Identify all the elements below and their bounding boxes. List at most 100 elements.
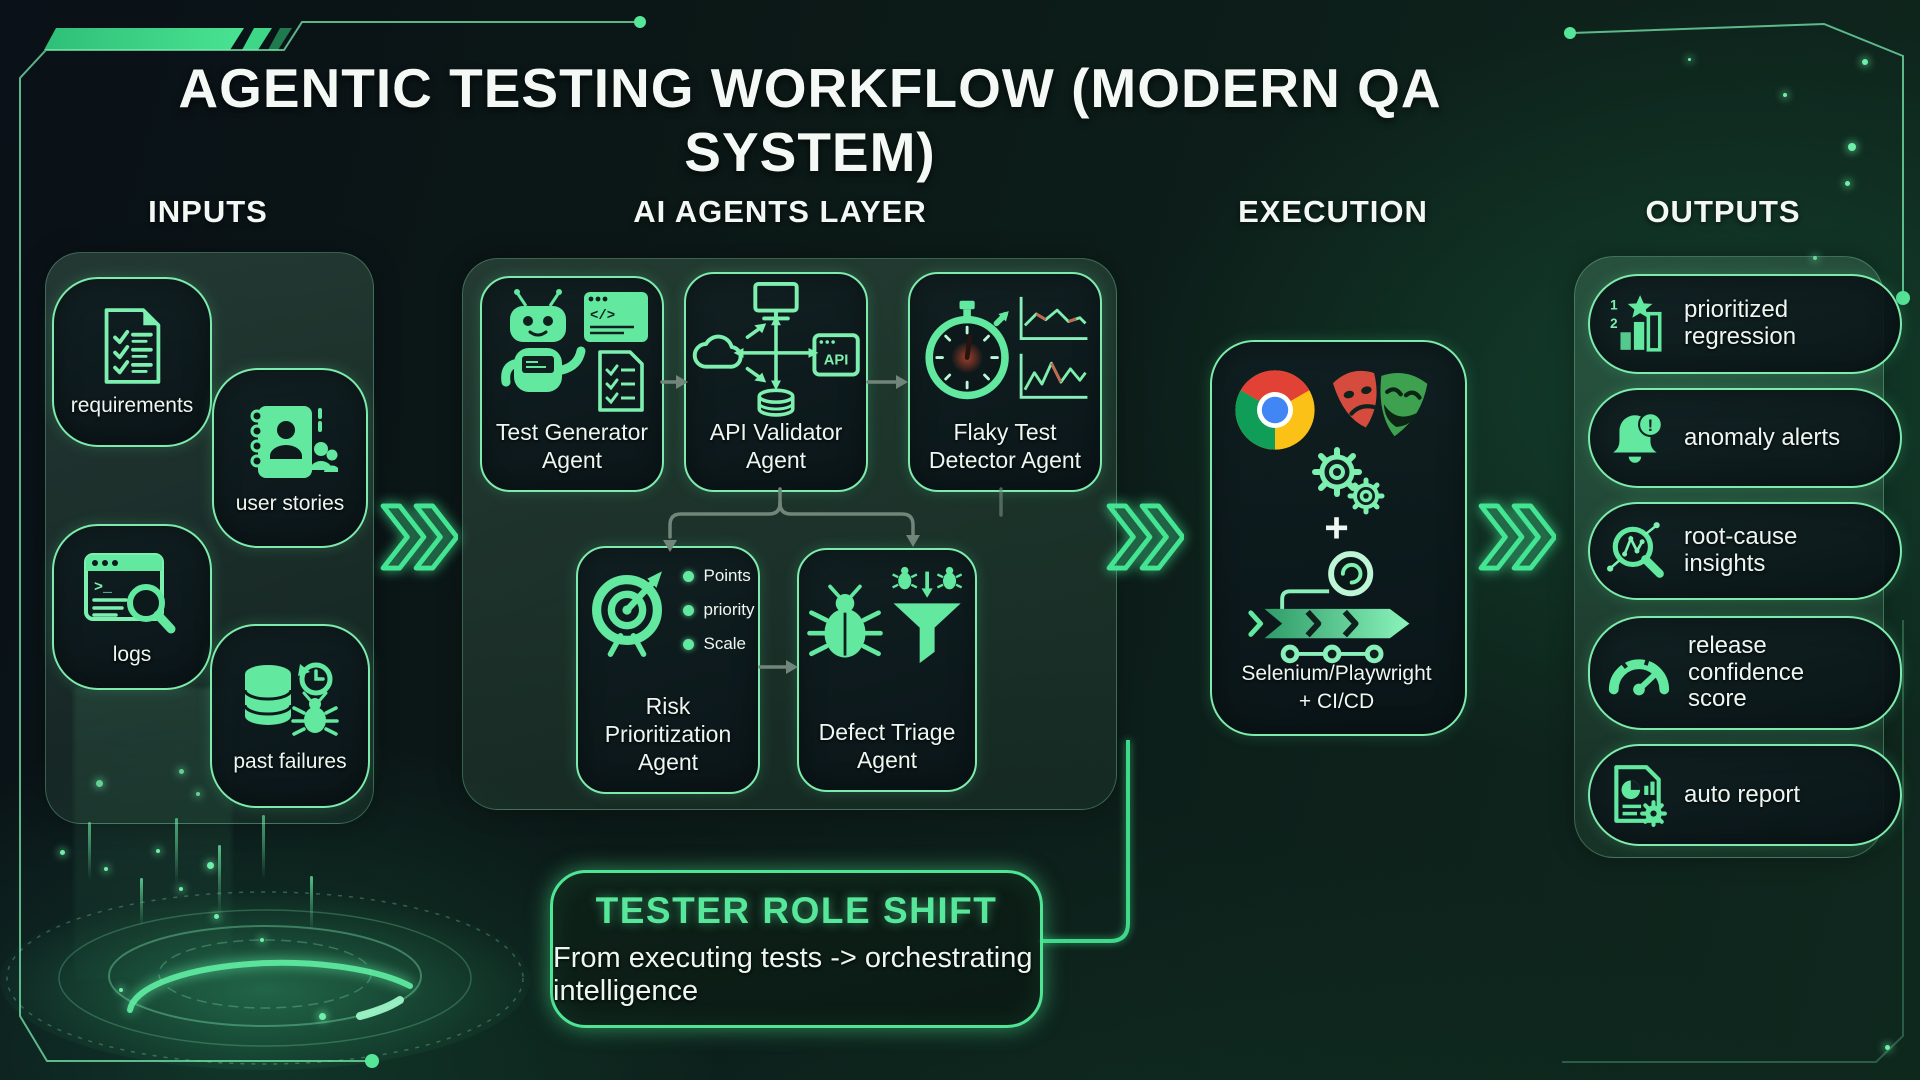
agent-card-risk-prioritization: Points priority Scale Risk Prioritizatio… bbox=[576, 546, 760, 794]
ranked-bars-star-icon: 1 2 bbox=[1610, 295, 1662, 352]
particle-dot bbox=[156, 849, 160, 853]
rank-number: 1 bbox=[1610, 298, 1618, 313]
happy-mask-glyph bbox=[1380, 373, 1428, 437]
output-pill-root-cause: root-cause insights bbox=[1588, 502, 1902, 600]
graph-magnifier-icon bbox=[1607, 522, 1664, 578]
risk-bullet-label: Points bbox=[703, 566, 751, 585]
inputs-header: INPUTS bbox=[148, 194, 268, 229]
mini-bug-glyph bbox=[892, 566, 918, 590]
log-search-icon: >_ bbox=[84, 552, 176, 634]
flow-chevron-icon bbox=[1106, 503, 1184, 571]
plus-sign: + bbox=[1324, 504, 1349, 551]
user-stories-notebook-icon bbox=[250, 405, 338, 478]
code-glyph: </> bbox=[590, 308, 615, 324]
bug-glyph bbox=[291, 691, 339, 736]
risk-bullet: Points bbox=[683, 566, 754, 586]
agent-card-defect-triage: Defect Triage Agent bbox=[797, 548, 977, 792]
agent-card-label: Defect Triage Agent bbox=[818, 718, 956, 773]
input-node-label: past failures bbox=[233, 749, 347, 773]
risk-bullet: Scale bbox=[683, 634, 754, 654]
input-node-label: user stories bbox=[235, 491, 345, 515]
gear-glyph bbox=[1640, 800, 1667, 827]
particle-dot bbox=[60, 850, 65, 855]
particle-dot bbox=[179, 887, 183, 891]
rank-number: 2 bbox=[1610, 316, 1617, 331]
input-node-label: logs bbox=[112, 642, 152, 666]
agents-header: AI AGENTS LAYER bbox=[633, 194, 927, 229]
page-title: AGENTIC TESTING WORKFLOW (MODERN QA SYST… bbox=[178, 57, 1442, 183]
cicd-pipeline-icon bbox=[1248, 551, 1410, 664]
particle-dot bbox=[214, 914, 219, 919]
role-shift-title: TESTER ROLE SHIFT bbox=[595, 890, 998, 931]
input-node-past-failures: past failures bbox=[210, 624, 370, 808]
output-pill-auto-report: auto report bbox=[1588, 744, 1902, 846]
execution-header: EXECUTION bbox=[1238, 194, 1428, 229]
api-badge: API bbox=[824, 353, 849, 369]
light-streak-decor bbox=[88, 822, 91, 880]
execution-label-line1: Selenium/Playwright bbox=[1241, 662, 1432, 685]
particle-dot bbox=[196, 792, 200, 796]
output-pill-anomaly-alerts: ! anomaly alerts bbox=[1588, 388, 1902, 488]
gears-icon bbox=[1312, 447, 1385, 515]
api-flow-icon: API bbox=[692, 281, 860, 417]
particle-dot bbox=[1783, 93, 1787, 97]
stopwatch-charts-icon bbox=[925, 296, 1088, 400]
output-pill-release-confidence: release confidence score bbox=[1588, 616, 1902, 730]
light-streak-decor bbox=[175, 818, 178, 884]
flow-chevron-icon bbox=[1478, 503, 1556, 571]
execution-label-line2: + CI/CD bbox=[1298, 690, 1375, 713]
particle-dot bbox=[1813, 256, 1817, 260]
agent-card-label: Flaky Test Detector Agent bbox=[928, 418, 1082, 473]
radar-rings-decor bbox=[0, 890, 530, 1070]
output-pill-prioritized-regression: 1 2 prioritized regression bbox=[1588, 274, 1902, 374]
output-label: root-cause insights bbox=[1684, 523, 1798, 577]
particle-dot bbox=[1885, 1045, 1890, 1050]
sad-mask-glyph bbox=[1332, 370, 1377, 428]
exclamation-glyph: ! bbox=[1648, 416, 1654, 435]
trend-chart-glyph bbox=[1019, 353, 1088, 399]
light-streak-decor bbox=[310, 876, 313, 931]
particle-dot bbox=[1862, 59, 1868, 65]
risk-bullet: priority bbox=[683, 600, 754, 620]
star-glyph bbox=[1627, 295, 1653, 318]
code-window-glyph: </> bbox=[584, 292, 648, 342]
particle-dot bbox=[96, 780, 103, 787]
particle-dot bbox=[179, 769, 184, 774]
agent-card-label: Test Generator Agent bbox=[495, 418, 649, 473]
particle-dot bbox=[119, 988, 123, 992]
output-label: prioritized regression bbox=[1684, 296, 1797, 350]
checklist-document-icon bbox=[104, 308, 161, 384]
flow-chevron-icon bbox=[380, 503, 458, 571]
database-bug-history-icon bbox=[243, 662, 339, 736]
particle-dot bbox=[104, 867, 108, 871]
input-node-logs: >_ logs bbox=[52, 524, 212, 690]
particle-dot bbox=[1848, 143, 1856, 151]
mini-bug-glyph bbox=[936, 566, 963, 590]
risk-bullet-label: priority bbox=[703, 600, 755, 619]
report-gear-icon bbox=[1614, 765, 1667, 827]
input-node-label: requirements bbox=[70, 393, 194, 417]
trend-chart-glyph bbox=[1019, 296, 1088, 341]
role-shift-subtitle: From executing tests -> orchestrating in… bbox=[553, 942, 1033, 1007]
bug-funnel-icon bbox=[807, 566, 963, 664]
target-icon bbox=[592, 571, 663, 657]
particle-dot bbox=[1688, 58, 1691, 61]
light-streak-decor bbox=[218, 845, 221, 915]
output-label: anomaly alerts bbox=[1684, 423, 1841, 451]
alert-bell-icon: ! bbox=[1613, 412, 1663, 463]
particle-dot bbox=[207, 862, 214, 869]
agent-card-test-generator: </> Test Generator Agent bbox=[480, 276, 664, 492]
funnel-glyph bbox=[893, 603, 961, 664]
particle-dot bbox=[260, 938, 264, 942]
output-label: auto report bbox=[1684, 780, 1801, 808]
playwright-masks-icon bbox=[1332, 370, 1428, 437]
api-window-glyph: API bbox=[812, 333, 860, 377]
checklist-doc-glyph bbox=[598, 350, 644, 412]
terminal-prompt-glyph: >_ bbox=[94, 579, 113, 596]
risk-bullet-list: Points priority Scale bbox=[683, 566, 754, 654]
light-streak-decor bbox=[140, 878, 143, 926]
outputs-header: OUTPUTS bbox=[1645, 194, 1801, 229]
agent-card-label: Risk Prioritization Agent bbox=[604, 692, 732, 775]
